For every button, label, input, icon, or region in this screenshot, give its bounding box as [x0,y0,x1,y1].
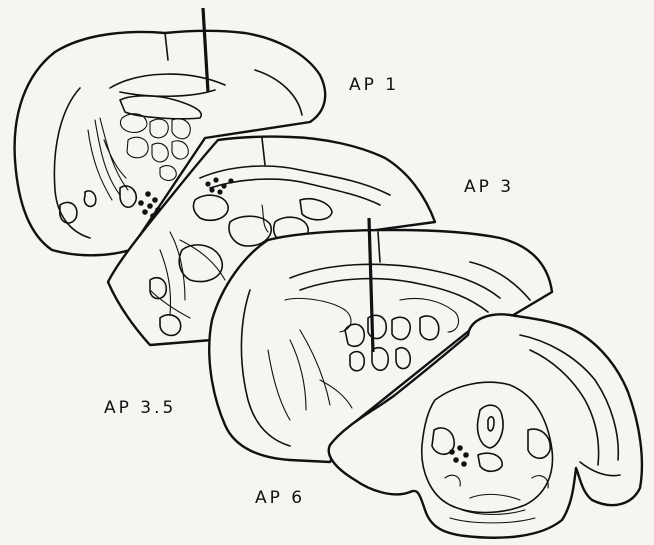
lesion-dot [221,183,226,188]
lesion-dot [213,177,218,182]
lesion-dot [205,181,210,186]
lesion-dot [138,200,144,206]
label-ap6: AP 6 [255,488,305,508]
lesion-dot [228,178,233,183]
lesion-dot [152,197,158,203]
lesion-dot [209,187,214,192]
label-ap1: AP 1 [349,75,399,95]
lesion-dot [463,452,469,458]
lesion-dot [449,449,455,455]
lesion-dot [217,189,222,194]
lesion-dot [457,445,463,451]
lesion-dot [453,457,459,463]
label-ap35: AP 3.5 [104,398,176,418]
label-ap3: AP 3 [464,177,514,197]
lesion-dot [145,191,151,197]
lesion-dot [461,461,467,467]
lesion-dot [147,203,153,209]
lesion-dot [142,209,148,215]
